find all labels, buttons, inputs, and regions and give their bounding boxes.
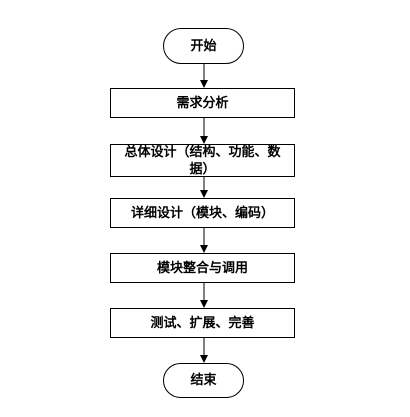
step-testing: 测试、扩展、完善 [110, 308, 295, 338]
step-requirements-analysis: 需求分析 [110, 88, 295, 118]
start-terminal: 开始 [163, 28, 244, 64]
step-label: 需求分析 [176, 95, 229, 111]
end-terminal: 结束 [163, 363, 244, 398]
step-module-integration: 模块整合与调用 [110, 253, 295, 283]
step-label: 总体设计（结构、功能、数据） [124, 144, 281, 177]
step-detailed-design: 详细设计（模块、编码） [110, 198, 295, 228]
step-label: 测试、扩展、完善 [150, 315, 255, 331]
step-label: 模块整合与调用 [156, 260, 248, 276]
end-label: 结束 [190, 373, 217, 388]
step-overall-design: 总体设计（结构、功能、数据） [110, 144, 295, 177]
step-label: 详细设计（模块、编码） [130, 205, 274, 221]
start-label: 开始 [190, 38, 217, 54]
